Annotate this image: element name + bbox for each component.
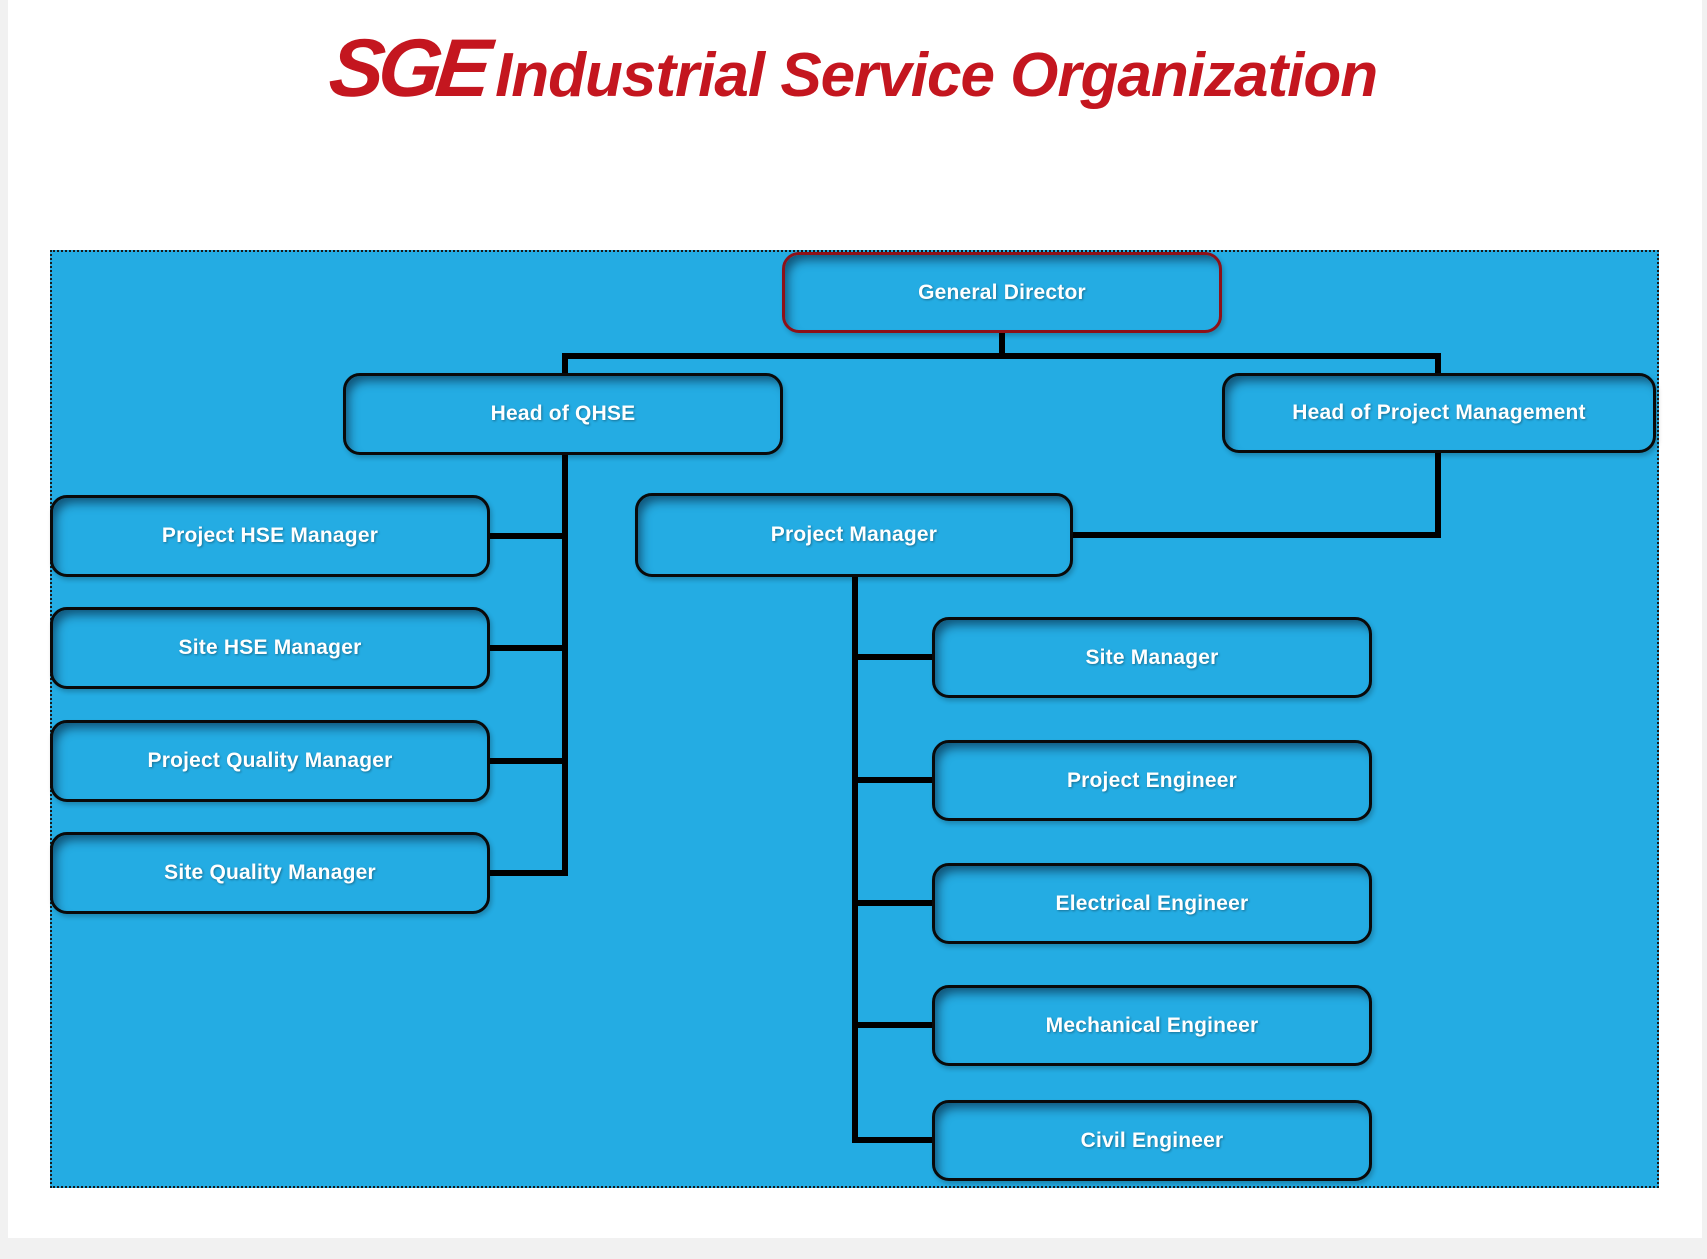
org-node-site-manager[interactable]: Site Manager: [932, 617, 1372, 698]
org-node-mechanical-engineer[interactable]: Mechanical Engineer: [932, 985, 1372, 1066]
org-node-site-hse-manager[interactable]: Site HSE Manager: [50, 607, 490, 689]
org-node-label: Site Manager: [1085, 645, 1219, 669]
org-node-general-director[interactable]: General Director: [782, 252, 1222, 333]
connector-general-director-down: [999, 333, 1005, 359]
connector-head-of-pm-down: [1435, 451, 1441, 538]
org-node-label: Site HSE Manager: [178, 636, 362, 659]
org-node-label: Civil Engineer: [1080, 1128, 1224, 1152]
org-node-civil-engineer[interactable]: Civil Engineer: [932, 1100, 1372, 1181]
connector-mechanical-engineer: [855, 1022, 935, 1028]
org-node-electrical-engineer[interactable]: Electrical Engineer: [932, 863, 1372, 944]
org-node-site-quality-manager[interactable]: Site Quality Manager: [50, 832, 490, 914]
org-node-label: Mechanical Engineer: [1045, 1013, 1259, 1037]
org-node-label: Project Quality Manager: [147, 749, 393, 772]
connector-qhse-trunk: [562, 455, 568, 876]
connector-project-engineer: [855, 777, 935, 783]
connector-drop-head-of-pm: [1435, 353, 1441, 375]
page-title-text: Industrial Service Organization: [495, 41, 1378, 110]
connector-electrical-engineer: [855, 900, 935, 906]
org-node-project-engineer[interactable]: Project Engineer: [932, 740, 1372, 821]
org-node-label: Project HSE Manager: [161, 524, 379, 547]
org-node-label: Head of QHSE: [490, 402, 636, 425]
org-node-project-manager[interactable]: Project Manager: [635, 493, 1073, 577]
org-node-label: Project Engineer: [1066, 768, 1238, 792]
connector-site-hse-manager: [486, 645, 564, 651]
org-node-project-quality-manager[interactable]: Project Quality Manager: [50, 720, 490, 802]
connector-drop-head-of-qhse: [562, 353, 568, 375]
org-node-label: Site Quality Manager: [164, 861, 376, 884]
connector-to-project-manager: [1071, 532, 1441, 538]
connector-project-quality-manager: [486, 758, 564, 764]
connector-project-hse-manager: [486, 533, 564, 539]
org-node-head-of-project-management[interactable]: Head of Project Management: [1222, 373, 1656, 453]
connector-site-quality-manager: [486, 870, 564, 876]
connector-civil-engineer: [855, 1137, 935, 1143]
page-title: SGE Industrial Service Organization: [0, 23, 1707, 114]
org-node-label: General Director: [918, 280, 1086, 304]
org-node-label: Project Manager: [770, 523, 938, 546]
org-node-label: Electrical Engineer: [1055, 891, 1249, 915]
org-node-head-of-qhse[interactable]: Head of QHSE: [343, 373, 783, 455]
connector-top-horizontal: [562, 353, 1441, 359]
connector-site-manager: [855, 654, 935, 660]
org-node-project-hse-manager[interactable]: Project HSE Manager: [50, 495, 490, 577]
org-node-label: Head of Project Management: [1292, 401, 1586, 424]
connector-project-manager-trunk: [852, 575, 858, 1143]
sge-logo: SGE: [325, 23, 490, 114]
